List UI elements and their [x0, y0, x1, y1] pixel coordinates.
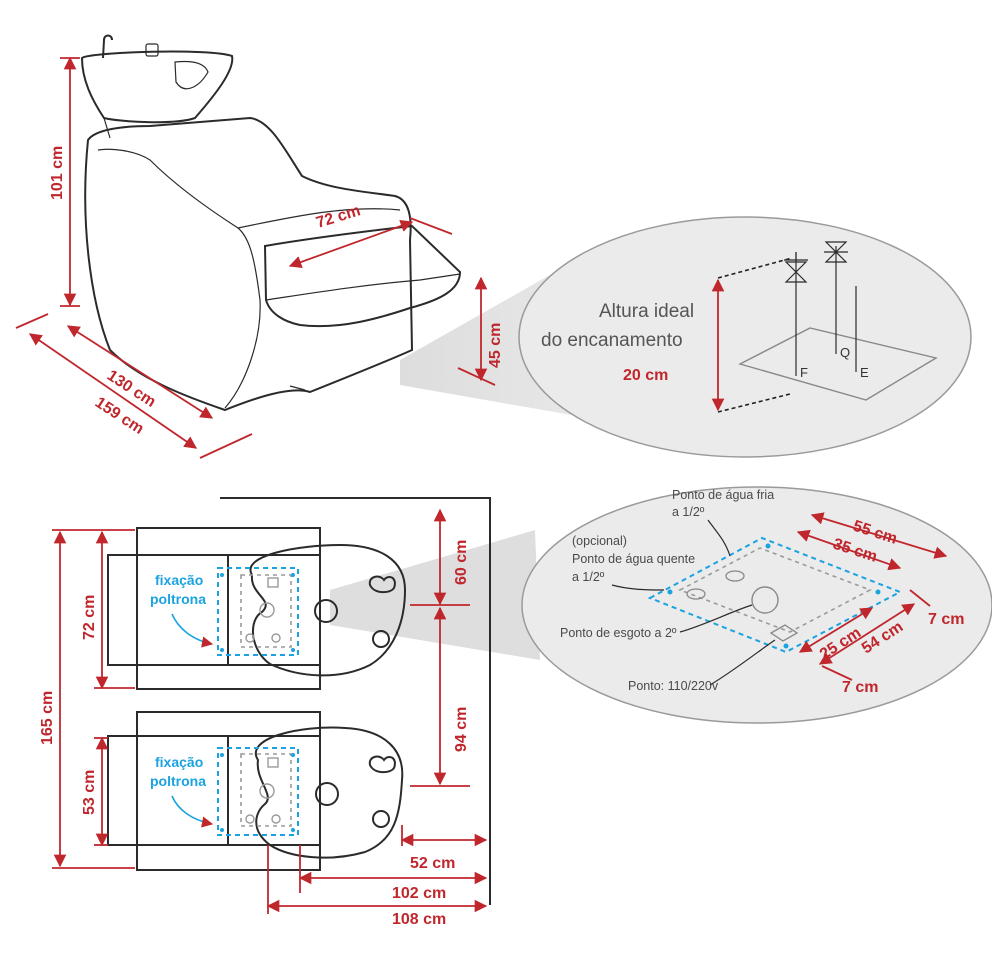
power-label: Ponto: 110/220v [628, 679, 719, 693]
fixation-label-2b: poltrona [150, 773, 206, 789]
fixation-label-1b: poltrona [150, 591, 206, 607]
plumbing-title-1: Altura ideal [599, 301, 694, 322]
chair-height-label: 101 cm [49, 146, 66, 200]
cold-water-1: Ponto de água fria [672, 488, 774, 502]
hot-water-1: (opcional) [572, 534, 627, 548]
pipe-e-label: E [860, 365, 869, 380]
fixation-label-2a: fixação [155, 754, 203, 770]
wall-top-label: 60 cm [453, 540, 470, 585]
d52-label: 52 cm [410, 855, 455, 872]
valve-icon [824, 241, 848, 263]
plumbing-height-label: 20 cm [623, 367, 668, 384]
d7b-label: 7 cm [842, 679, 878, 696]
fixation-label-1a: fixação [155, 572, 203, 588]
drain-label: Ponto de esgoto a 2º [560, 626, 677, 640]
detail-bubble [521, 486, 992, 724]
shampoo-chair-drawing [80, 34, 462, 412]
chair-plan-2: fixação poltrona [107, 711, 404, 871]
hot-water-3: a 1/2º [572, 570, 605, 584]
d108-label: 108 cm [392, 911, 446, 928]
pipe-q-label: Q [840, 345, 850, 360]
plan-beam [330, 530, 540, 660]
wall [220, 497, 491, 905]
total-height-label: 165 cm [39, 691, 56, 745]
d7a-label: 7 cm [928, 611, 964, 628]
hot-water-2: Ponto de água quente [572, 552, 695, 566]
pipe-f-label: F [800, 365, 808, 380]
plan-dimensions: 165 cm 72 cm 53 cm 60 cm 94 cm 52 cm 102… [39, 508, 488, 928]
cold-water-2: a 1/2º [672, 505, 705, 519]
d102-label: 102 cm [392, 885, 446, 902]
chair-plan-1: fixação poltrona [107, 527, 407, 690]
plumbing-detail: Altura ideal do encanamento 20 cm F Q E [541, 241, 938, 413]
chair1-width-label: 72 cm [81, 595, 98, 640]
seat-width-label: 72 cm [314, 202, 362, 232]
plumbing-title-2: do encanamento [541, 330, 683, 351]
wall-mid-label: 94 cm [453, 707, 470, 752]
chair2-width-label: 53 cm [81, 770, 98, 815]
valve-icon [784, 261, 808, 283]
seat-height-label: 45 cm [487, 323, 504, 368]
